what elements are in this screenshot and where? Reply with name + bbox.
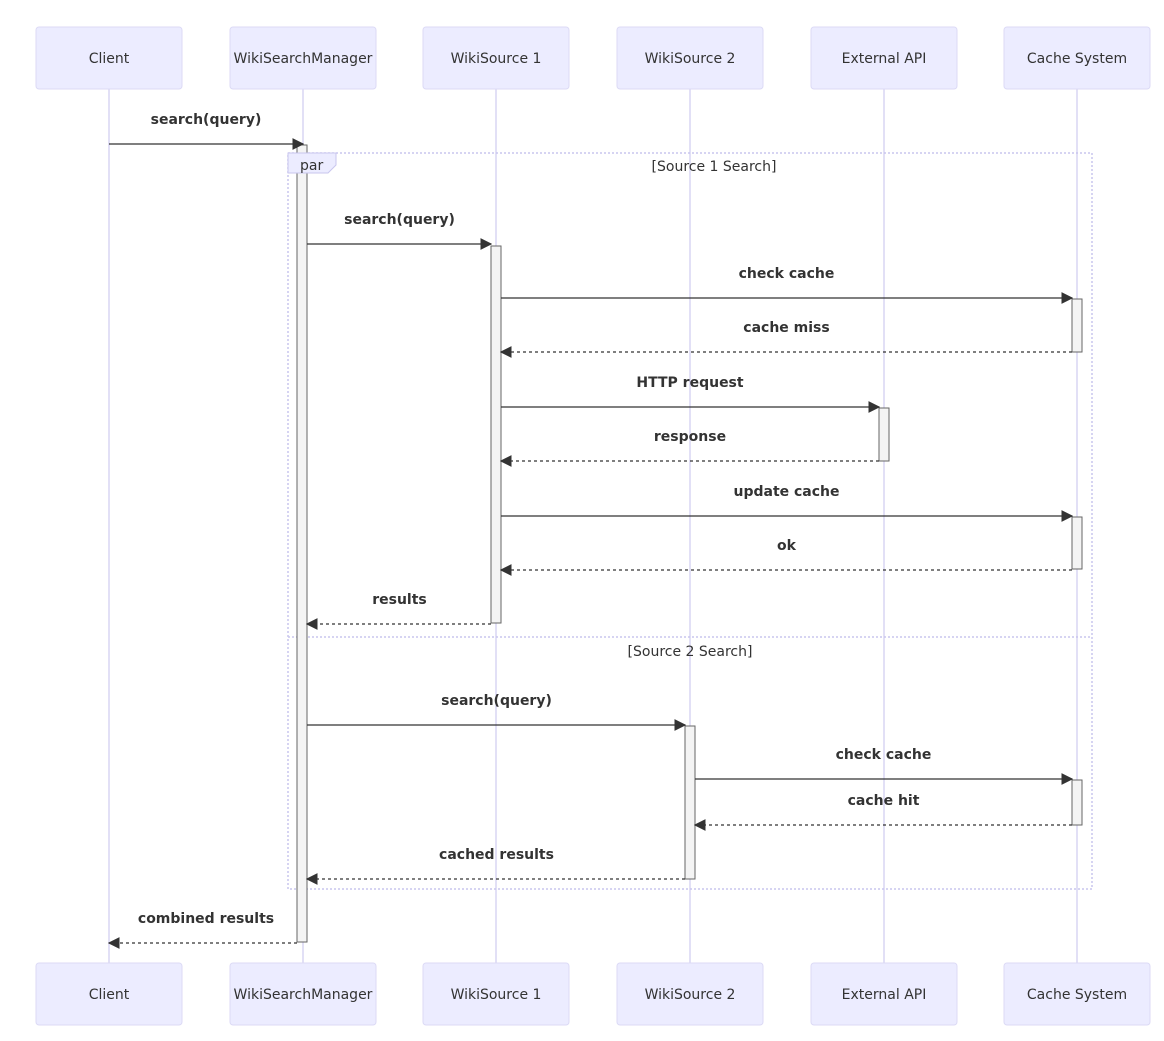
participant-bottom: WikiSearchManager bbox=[229, 962, 377, 1026]
participant-bottom: Cache System bbox=[1003, 962, 1151, 1026]
participant-box bbox=[35, 26, 183, 90]
participant-box bbox=[422, 962, 570, 1026]
message-label: HTTP request bbox=[636, 375, 743, 391]
participant-label: Cache System bbox=[1027, 51, 1127, 67]
par-block bbox=[287, 152, 1093, 890]
participant-top: WikiSearchManager bbox=[229, 26, 377, 90]
message-label: cached results bbox=[439, 847, 554, 863]
par-tab bbox=[287, 152, 337, 174]
activation-bar bbox=[490, 245, 502, 624]
activation-bar bbox=[1071, 516, 1083, 570]
message-label: ok bbox=[777, 538, 797, 554]
participant-box bbox=[35, 962, 183, 1026]
participant-label: WikiSource 1 bbox=[451, 51, 542, 67]
participant-box bbox=[229, 26, 377, 90]
participant-label: WikiSource 1 bbox=[451, 987, 542, 1003]
activation-bar bbox=[878, 407, 890, 462]
message-label: check cache bbox=[836, 747, 932, 763]
par-section-label: [Source 2 Search] bbox=[628, 644, 753, 660]
message-label: combined results bbox=[138, 911, 274, 927]
participant-bottom: Client bbox=[35, 962, 183, 1026]
participant-box bbox=[1003, 26, 1151, 90]
message-label: search(query) bbox=[441, 693, 552, 709]
participant-label: External API bbox=[842, 51, 927, 67]
participant-label: WikiSource 2 bbox=[645, 987, 736, 1003]
participant-label: WikiSearchManager bbox=[234, 51, 373, 67]
participant-label: Cache System bbox=[1027, 987, 1127, 1003]
participant-top: WikiSource 1 bbox=[422, 26, 570, 90]
participant-label: WikiSearchManager bbox=[234, 987, 373, 1003]
message-label: search(query) bbox=[344, 212, 455, 228]
participant-box bbox=[422, 26, 570, 90]
participant-bottom: External API bbox=[810, 962, 958, 1026]
activation-bar bbox=[296, 144, 308, 943]
participant-label: Client bbox=[89, 987, 130, 1003]
message-label: response bbox=[654, 429, 726, 445]
participant-box bbox=[810, 26, 958, 90]
participant-label: WikiSource 2 bbox=[645, 51, 736, 67]
participant-label: External API bbox=[842, 987, 927, 1003]
activation-bar bbox=[1071, 779, 1083, 826]
participant-top: Cache System bbox=[1003, 26, 1151, 90]
message-label: cache miss bbox=[743, 320, 829, 336]
participant-box bbox=[616, 26, 764, 90]
par-section-label: [Source 1 Search] bbox=[652, 159, 777, 175]
participant-bottom: WikiSource 2 bbox=[616, 962, 764, 1026]
activation-bar bbox=[1071, 298, 1083, 353]
message-label: check cache bbox=[739, 266, 835, 282]
participant-box bbox=[616, 962, 764, 1026]
participant-box bbox=[1003, 962, 1151, 1026]
participant-top: WikiSource 2 bbox=[616, 26, 764, 90]
par-label: par bbox=[300, 158, 323, 174]
participant-box bbox=[810, 962, 958, 1026]
message-label: results bbox=[372, 592, 427, 608]
participant-bottom: WikiSource 1 bbox=[422, 962, 570, 1026]
participant-top: Client bbox=[35, 26, 183, 90]
activation-bar bbox=[684, 725, 696, 880]
message-label: search(query) bbox=[151, 112, 262, 128]
participant-label: Client bbox=[89, 51, 130, 67]
message-label: cache hit bbox=[848, 793, 920, 809]
participant-top: External API bbox=[810, 26, 958, 90]
message-label: update cache bbox=[733, 484, 839, 500]
participant-box bbox=[229, 962, 377, 1026]
